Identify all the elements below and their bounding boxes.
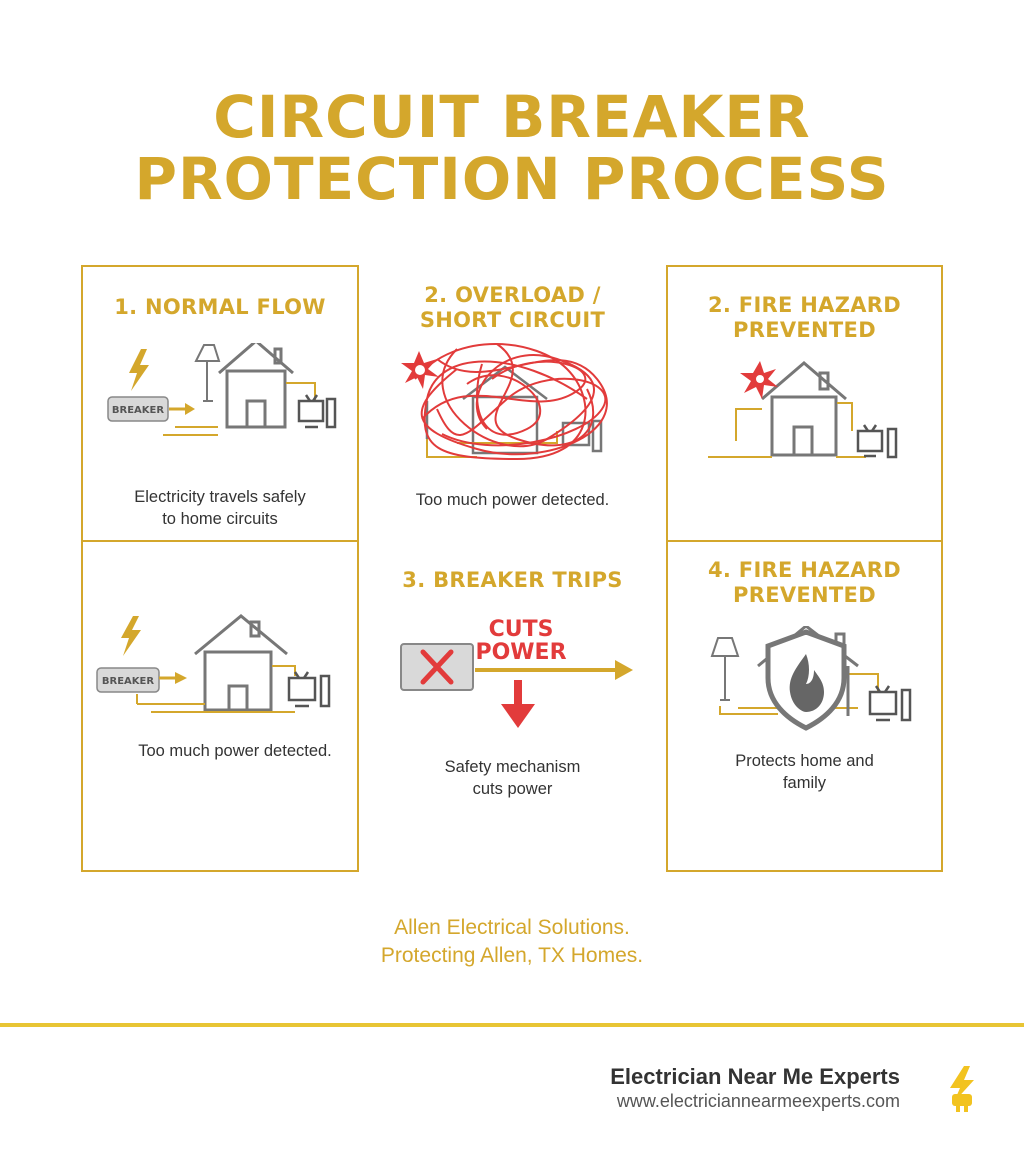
panel-caption-line-1: Electricity travels safely [134,488,306,506]
footer-divider [0,1023,1024,1027]
panel-heading-line-2: PREVENTED [733,583,876,607]
lamp-icon [710,637,740,657]
lightning-bolt-icon [121,616,141,656]
panel-fire-hazard-bottom: 4. FIRE HAZARD PREVENTED Protects home a… [666,540,943,872]
panel-heading-line-1: 4. FIRE HAZARD [708,558,901,582]
tv-icon [297,394,337,429]
panel-normal-flow: 1. NORMAL FLOW BREAKER Electricity trave… [81,265,359,542]
tv-icon [856,424,898,459]
tv-icon [868,685,912,722]
panel-power-detected: BREAKER Too much power detected. [81,540,359,872]
panel-overload: 2. OVERLOAD / SHORT CIRCUIT Too much pow… [359,265,666,542]
breaker-flow-illustration: BREAKER [96,614,331,713]
fire-icon [789,654,824,712]
plug-bolt-icon [950,1066,974,1112]
breaker-box [96,667,160,693]
brand-url[interactable]: www.electriciannearmeexperts.com [616,1091,900,1111]
panel-heading-line-1: 2. FIRE HAZARD [708,293,901,317]
tv-icon [287,671,331,708]
flow-arrow-icon [175,672,187,684]
arrow-down-icon [501,704,535,728]
house-icon [218,343,294,429]
breaker-trips-illustration [400,643,633,728]
tagline-line-2: Protecting Allen, TX Homes. [380,944,644,967]
panel-heading-line-2: SHORT CIRCUIT [419,308,606,332]
panel-caption-line-2: family [782,774,827,792]
lamp-icon [194,344,221,362]
breaker-label: BREAKER [112,405,164,416]
panel-heading: 3. BREAKER TRIPS [402,568,623,592]
overload-illustration [401,343,608,461]
breaker-box [107,396,169,422]
page-title-line-2: PROTECTION PROCESS [134,145,890,213]
protection-illustration [710,626,912,731]
cuts-power-line-1: CUTS [488,617,554,642]
panel-caption-line-1: Protects home and [735,752,874,770]
panel-heading: 1. NORMAL FLOW [114,295,326,319]
tagline-line-1: Allen Electrical Solutions. [394,916,630,939]
cuts-power-line-2: POWER [475,640,567,665]
fire-hazard-illustration [708,361,898,459]
brand-name: Electrician Near Me Experts [610,1064,900,1089]
panel-caption-line-2: cuts power [472,780,553,798]
panel-breaker-trips: 3. BREAKER TRIPS CUTS POWER Safety mecha… [359,540,666,872]
panel-heading-line-1: 2. OVERLOAD / [424,283,601,307]
house-icon [194,614,288,712]
panel-caption: Too much power detected. [138,742,332,760]
flow-arrow-icon [185,403,195,415]
lightning-bolt-icon [129,349,149,391]
normal-flow-illustration: BREAKER [107,343,337,436]
panel-heading-line-2: PREVENTED [733,318,876,342]
panel-caption-line-2: to home circuits [162,510,278,528]
panel-fire-hazard-top: 2. FIRE HAZARD PREVENTED [666,265,943,542]
page-title-line-1: CIRCUIT BREAKER [213,83,811,151]
tangled-wires [414,343,608,461]
panel-caption: Too much power detected. [415,491,610,509]
x-mark-icon [420,649,454,685]
panel-caption-line-1: Safety mechanism [444,758,581,776]
house-icon [761,361,847,457]
breaker-label: BREAKER [102,676,154,687]
arrow-right-icon [615,660,633,680]
